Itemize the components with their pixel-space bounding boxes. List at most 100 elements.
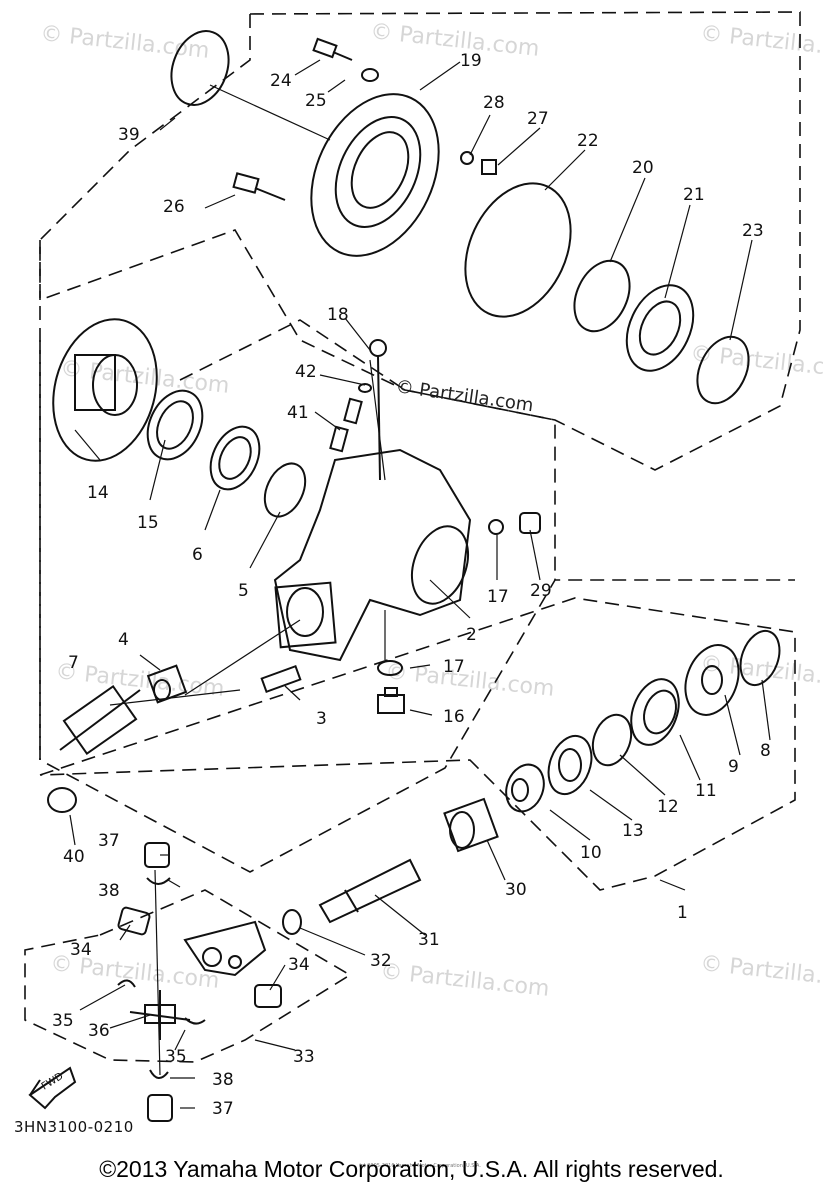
bearing-6 [209,425,261,491]
callout-38-bottom: 38 [212,1070,234,1090]
callout-13: 13 [622,821,644,841]
callout-17-upper: 17 [487,587,509,607]
callout-29: 29 [530,581,552,601]
circlip-35-right [184,1017,206,1025]
clip-42 [358,383,372,393]
callout-5: 5 [238,581,249,601]
nut-40 [47,787,77,813]
shim-8 [739,629,781,687]
o-ring-22 [464,182,572,318]
bearing-retainer-11 [630,678,680,746]
callout-37-top: 37 [98,831,120,851]
callout-17-lower: 17 [443,657,465,677]
callout-37-bottom: 37 [212,1099,234,1119]
callout-35-left: 35 [52,1011,74,1031]
bearing-cup-37-bottom [147,1094,173,1122]
bushing-4 [146,664,188,704]
callout-21: 21 [683,185,705,205]
callout-11: 11 [695,781,717,801]
shaft-31 [318,858,422,924]
callout-33: 33 [293,1047,315,1067]
callout-38-top: 38 [98,881,120,901]
bearing-21 [625,284,695,372]
bearing-housing-19 [310,93,440,257]
universal-joint-group-outline [24,889,352,1063]
leader-lines [69,59,771,1109]
washer-28 [460,151,474,165]
collar-10 [505,763,545,813]
callout-31: 31 [418,930,440,950]
pin-41-a [343,397,363,425]
o-ring-12 [591,713,633,767]
bolt-26 [232,172,286,201]
callout-39: 39 [118,125,140,145]
gasket-17-lower [377,660,403,676]
diagram-code: 3HN3100-0210 [14,1118,134,1136]
ring-gear-14 [52,318,158,462]
bearing-30 [443,797,499,853]
callout-30: 30 [505,880,527,900]
callout-36: 36 [88,1021,110,1041]
callout-9: 9 [728,757,739,777]
callout-16: 16 [443,707,465,727]
plug-27 [481,159,497,175]
spider-36 [129,990,191,1040]
callout-23: 23 [742,221,764,241]
bolt-24 [312,37,353,61]
circlip-35-left [117,979,136,988]
thrust-washer-15 [146,389,204,461]
callout-32: 32 [370,951,392,971]
fwd-arrow-icon [28,1066,77,1110]
callout-3: 3 [316,709,327,729]
stud-3 [260,664,302,694]
drain-plug-16 [377,687,405,714]
bearing-cup-34-right [254,984,282,1008]
copyright-footer: ©2013 Yamaha Motor Corporation, U.S.A. A… [99,1156,724,1182]
callout-28: 28 [483,93,505,113]
pinion-gear-7 [59,685,141,755]
callout-12: 12 [657,797,679,817]
oil-seal-13 [547,734,593,796]
pinion-group-outline [39,597,796,891]
circlip-38-bottom [149,1069,169,1079]
callout-8: 8 [760,741,771,761]
callout-15: 15 [137,513,159,533]
callout-10: 10 [580,843,602,863]
callout-6: 6 [192,545,203,565]
callout-18: 18 [327,305,349,325]
callout-34-right: 34 [288,955,310,975]
o-ring-39 [170,30,230,106]
shim-20 [573,259,631,333]
bearing-9 [684,644,740,716]
gear-case-2 [273,448,472,662]
yoke [183,920,267,977]
upper-cover-group-outline [39,11,801,471]
gasket-17-upper [488,519,504,535]
pin-41-b [329,425,349,453]
callout-19: 19 [460,51,482,71]
callout-2: 2 [466,625,477,645]
callout-26: 26 [163,197,185,217]
callout-20: 20 [632,158,654,178]
callout-24: 24 [270,71,292,91]
bearing-cup-37-top [144,842,170,868]
plug-29 [519,512,541,534]
callout-22: 22 [577,131,599,151]
callout-41: 41 [287,403,309,423]
footer-small-print: (c) 2005-2016 Yamaha Motor Corporation, … [359,1163,481,1169]
callout-7: 7 [68,653,79,673]
shim-23 [696,335,750,405]
callout-14: 14 [87,483,109,503]
callout-25: 25 [305,91,327,111]
callout-34-left: 34 [70,940,92,960]
bearing-cup-34-left [117,906,151,936]
center-watermark: © Partzilla.com [394,376,534,416]
main-case-group-outline [39,240,795,873]
callout-1: 1 [677,903,688,923]
callout-42: 42 [295,362,317,382]
circlip-38-top [146,877,171,885]
circlip-32 [282,909,302,935]
callout-4: 4 [118,630,129,650]
callout-40: 40 [63,847,85,867]
